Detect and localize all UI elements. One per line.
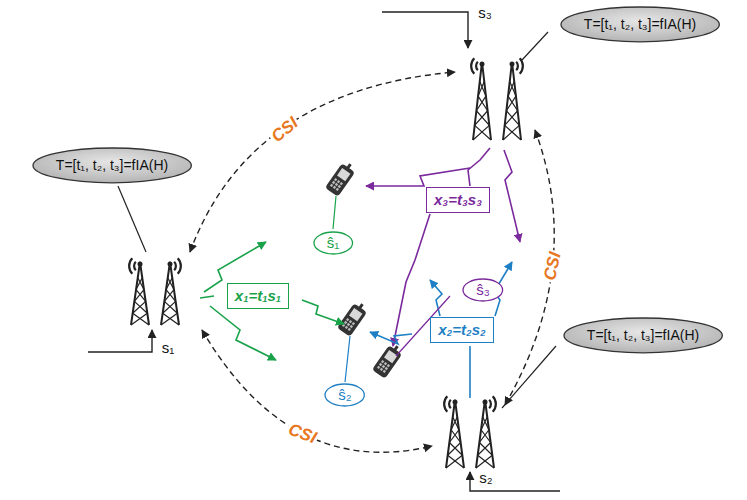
signal-arrow xyxy=(469,346,471,398)
signal-label: x₂=t₂s₂ xyxy=(438,321,486,339)
csi-label: CSI xyxy=(267,112,304,147)
estimate-label: ŝ₂ xyxy=(338,386,351,404)
base-station-tower xyxy=(471,58,523,140)
mobile-phone xyxy=(325,160,358,197)
input-signal-name: s₃ xyxy=(478,5,492,22)
signal-box: x₂=t₂s₂ xyxy=(430,317,494,343)
precoder-callout: T=[t₁, t₂, t₃]=fIA(H) xyxy=(560,6,720,43)
base-station-tower xyxy=(444,396,496,468)
leader-line xyxy=(345,336,350,382)
signal-arrow xyxy=(200,296,214,298)
precoder-formula: T=[t₁, t₂, t₃]=fIA(H) xyxy=(584,16,696,33)
signal-label: x₁=t₁s₁ xyxy=(235,287,281,305)
signal-arrow xyxy=(366,168,470,186)
precoder-formula: T=[t₁, t₂, t₃]=fIA(H) xyxy=(56,157,168,174)
signal-box: x₃=t₃s₃ xyxy=(426,187,490,213)
signal-arrow xyxy=(468,148,490,186)
signal-label: x₃=t₃s₃ xyxy=(434,191,482,209)
precoder-formula: T=[t₁, t₂, t₃]=fIA(H) xyxy=(587,327,699,344)
signal-arrow xyxy=(370,332,412,344)
estimate-ellipse: ŝ₂ xyxy=(324,383,365,407)
input-signal-name: s₁ xyxy=(162,340,175,357)
input-line xyxy=(88,330,152,352)
estimate-label: ŝ₃ xyxy=(476,281,490,299)
leader-line xyxy=(333,196,336,229)
signal-arrow xyxy=(504,150,520,242)
signal-arrow xyxy=(302,300,344,324)
input-signal-name: s₂ xyxy=(479,470,492,487)
mobile-phone xyxy=(372,342,405,379)
csi-exchange-arrow xyxy=(190,72,455,252)
csi-label: CSI xyxy=(284,420,321,449)
estimate-ellipse: ŝ₁ xyxy=(313,231,354,255)
precoder-callout: T=[t₁, t₂, t₃]=fIA(H) xyxy=(32,147,192,184)
csi-label: CSI xyxy=(540,248,565,284)
mobile-phone xyxy=(337,300,370,337)
estimate-ellipse: ŝ₃ xyxy=(462,278,504,302)
csi-exchange-arrow xyxy=(202,330,432,452)
signal-arrow xyxy=(430,280,442,316)
leader-line xyxy=(522,32,548,60)
signal-arrow xyxy=(210,306,276,360)
signal-arrow xyxy=(393,214,430,346)
estimate-label: ŝ₁ xyxy=(327,234,340,252)
base-station-tower xyxy=(129,258,181,325)
signal-box: x₁=t₁s₁ xyxy=(227,283,289,309)
precoder-callout: T=[t₁, t₂, t₃]=fIA(H) xyxy=(563,317,723,354)
input-line xyxy=(382,12,468,48)
leader-line xyxy=(118,186,146,252)
